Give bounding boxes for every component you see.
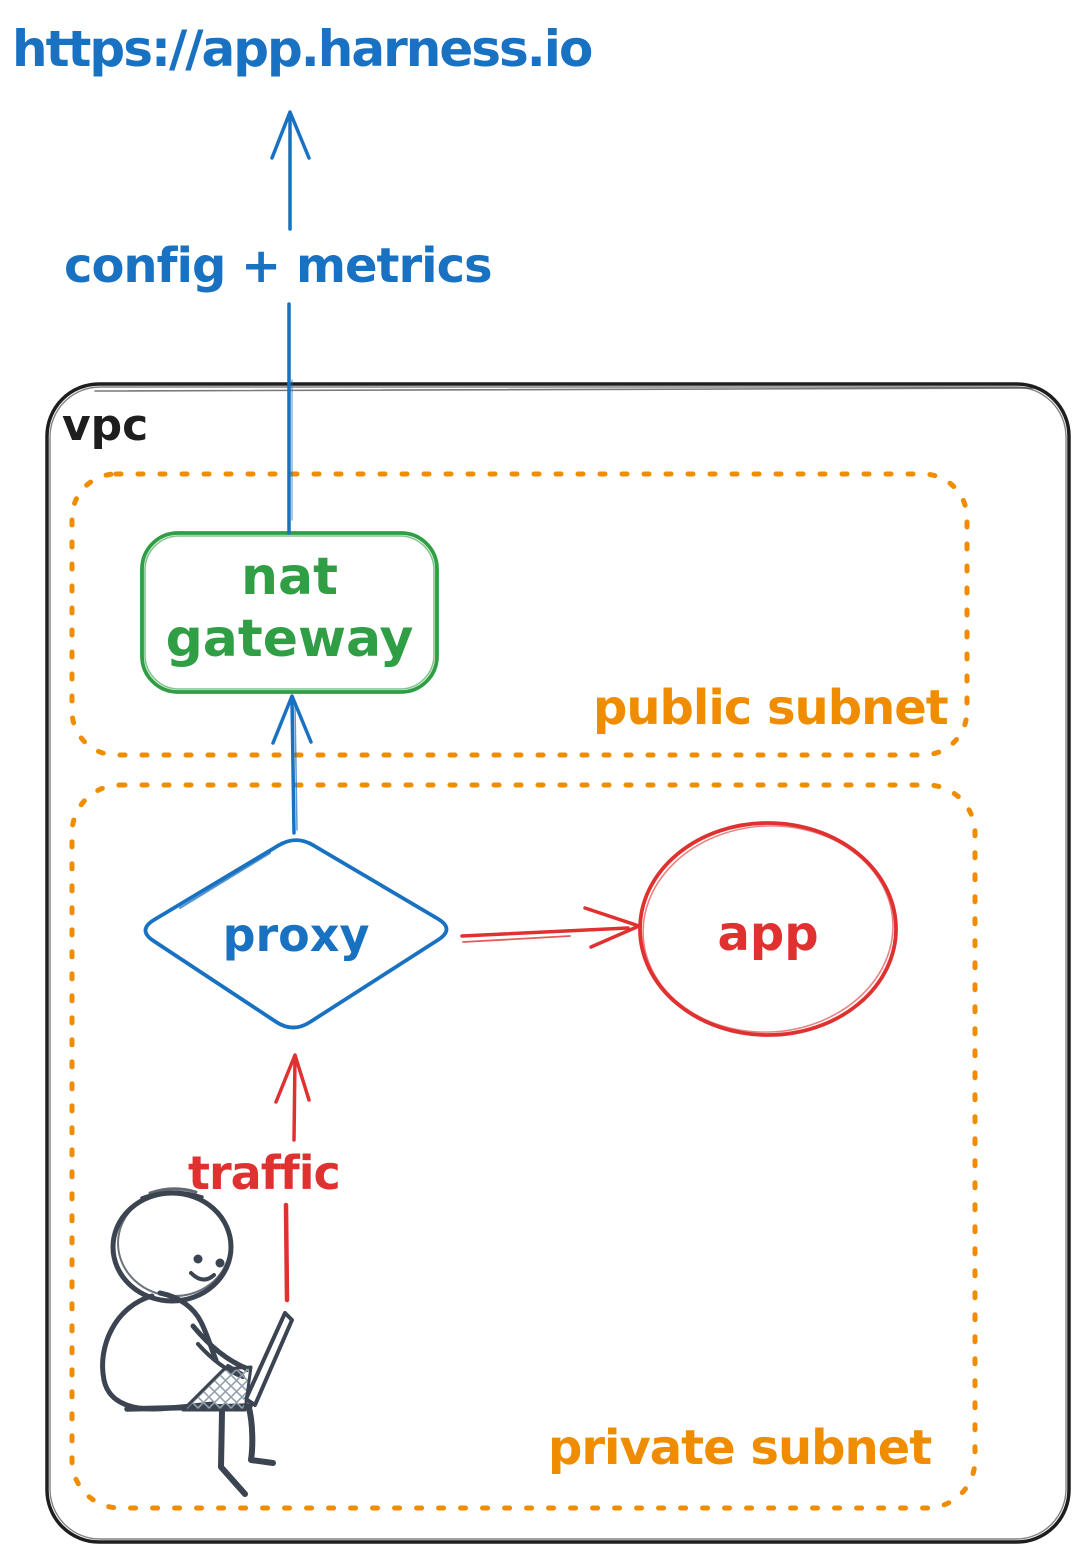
person-legs: [218, 1405, 276, 1497]
vpc-label: vpc: [62, 400, 149, 451]
public-subnet-box: [69, 471, 970, 758]
person-figure: [100, 1187, 294, 1497]
blue-arrow-natgw-to-url: [270, 110, 311, 535]
public-subnet-label: public subnet: [593, 680, 949, 736]
private-subnet-box: [69, 782, 978, 1511]
nat-gateway-label: nat gateway: [165, 547, 414, 669]
app-circle: [638, 821, 898, 1037]
person-smile: [189, 1271, 216, 1282]
laptop-icon: [181, 1311, 294, 1412]
traffic-label: traffic: [188, 1146, 341, 1200]
person-eye: [215, 1258, 225, 1268]
proxy-label: proxy: [222, 908, 370, 962]
app-label: app: [717, 906, 819, 962]
person-head: [110, 1187, 234, 1304]
red-arrow-proxy-to-app: [460, 906, 641, 949]
vpc-box: [45, 382, 1071, 1544]
private-subnet-label: private subnet: [548, 1420, 932, 1476]
blue-arrow-proxy-to-natgw: [271, 694, 313, 835]
url-label: https://app.harness.io: [12, 20, 593, 78]
config-metrics-label: config + metrics: [64, 238, 493, 294]
red-arrow-traffic-to-proxy: [274, 1053, 311, 1303]
proxy-diamond: [143, 838, 449, 1030]
person-eye: [193, 1254, 203, 1264]
